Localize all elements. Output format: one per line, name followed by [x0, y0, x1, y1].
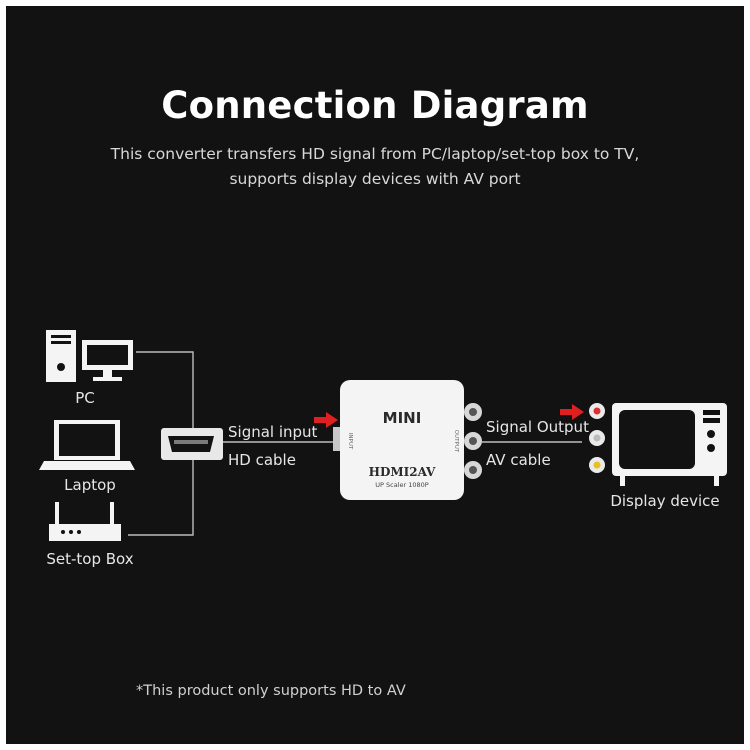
input-arrow — [314, 412, 338, 428]
converter-model: HDMI2AV — [369, 465, 436, 479]
converter-brand: MINI — [383, 409, 422, 427]
tv-icon — [612, 403, 727, 486]
hdmi-connector — [161, 428, 223, 460]
signal-input-label: Signal input — [228, 423, 318, 441]
source-label-pc: PC — [75, 389, 95, 407]
signal-output-label: Signal Output — [486, 418, 589, 436]
rca-jacks — [589, 403, 605, 473]
av-cable-label: AV cable — [486, 451, 551, 469]
set-top-box-icon — [49, 502, 121, 541]
page-subtitle: This converter transfers HD signal from … — [110, 145, 640, 188]
diagram-panel — [6, 6, 744, 744]
page-title: Connection Diagram — [161, 84, 589, 127]
source-label-set-top-box: Set-top Box — [46, 550, 134, 568]
footnote: *This product only supports HD to AV — [136, 683, 406, 699]
converter-spec: UP Scaler 1080P — [375, 481, 429, 489]
laptop-icon — [39, 420, 135, 470]
display-device-label: Display device — [610, 492, 720, 510]
pc-icon — [46, 330, 133, 382]
converter-box: MINI HDMI2AV UP Scaler 1080P INPUT OUTPU… — [333, 380, 482, 500]
converter-output-label: OUTPUT — [453, 430, 459, 453]
source-label-laptop: Laptop — [64, 476, 116, 494]
hd-cable-label: HD cable — [228, 451, 296, 469]
converter-input-label: INPUT — [347, 433, 353, 450]
output-arrow — [560, 404, 584, 420]
